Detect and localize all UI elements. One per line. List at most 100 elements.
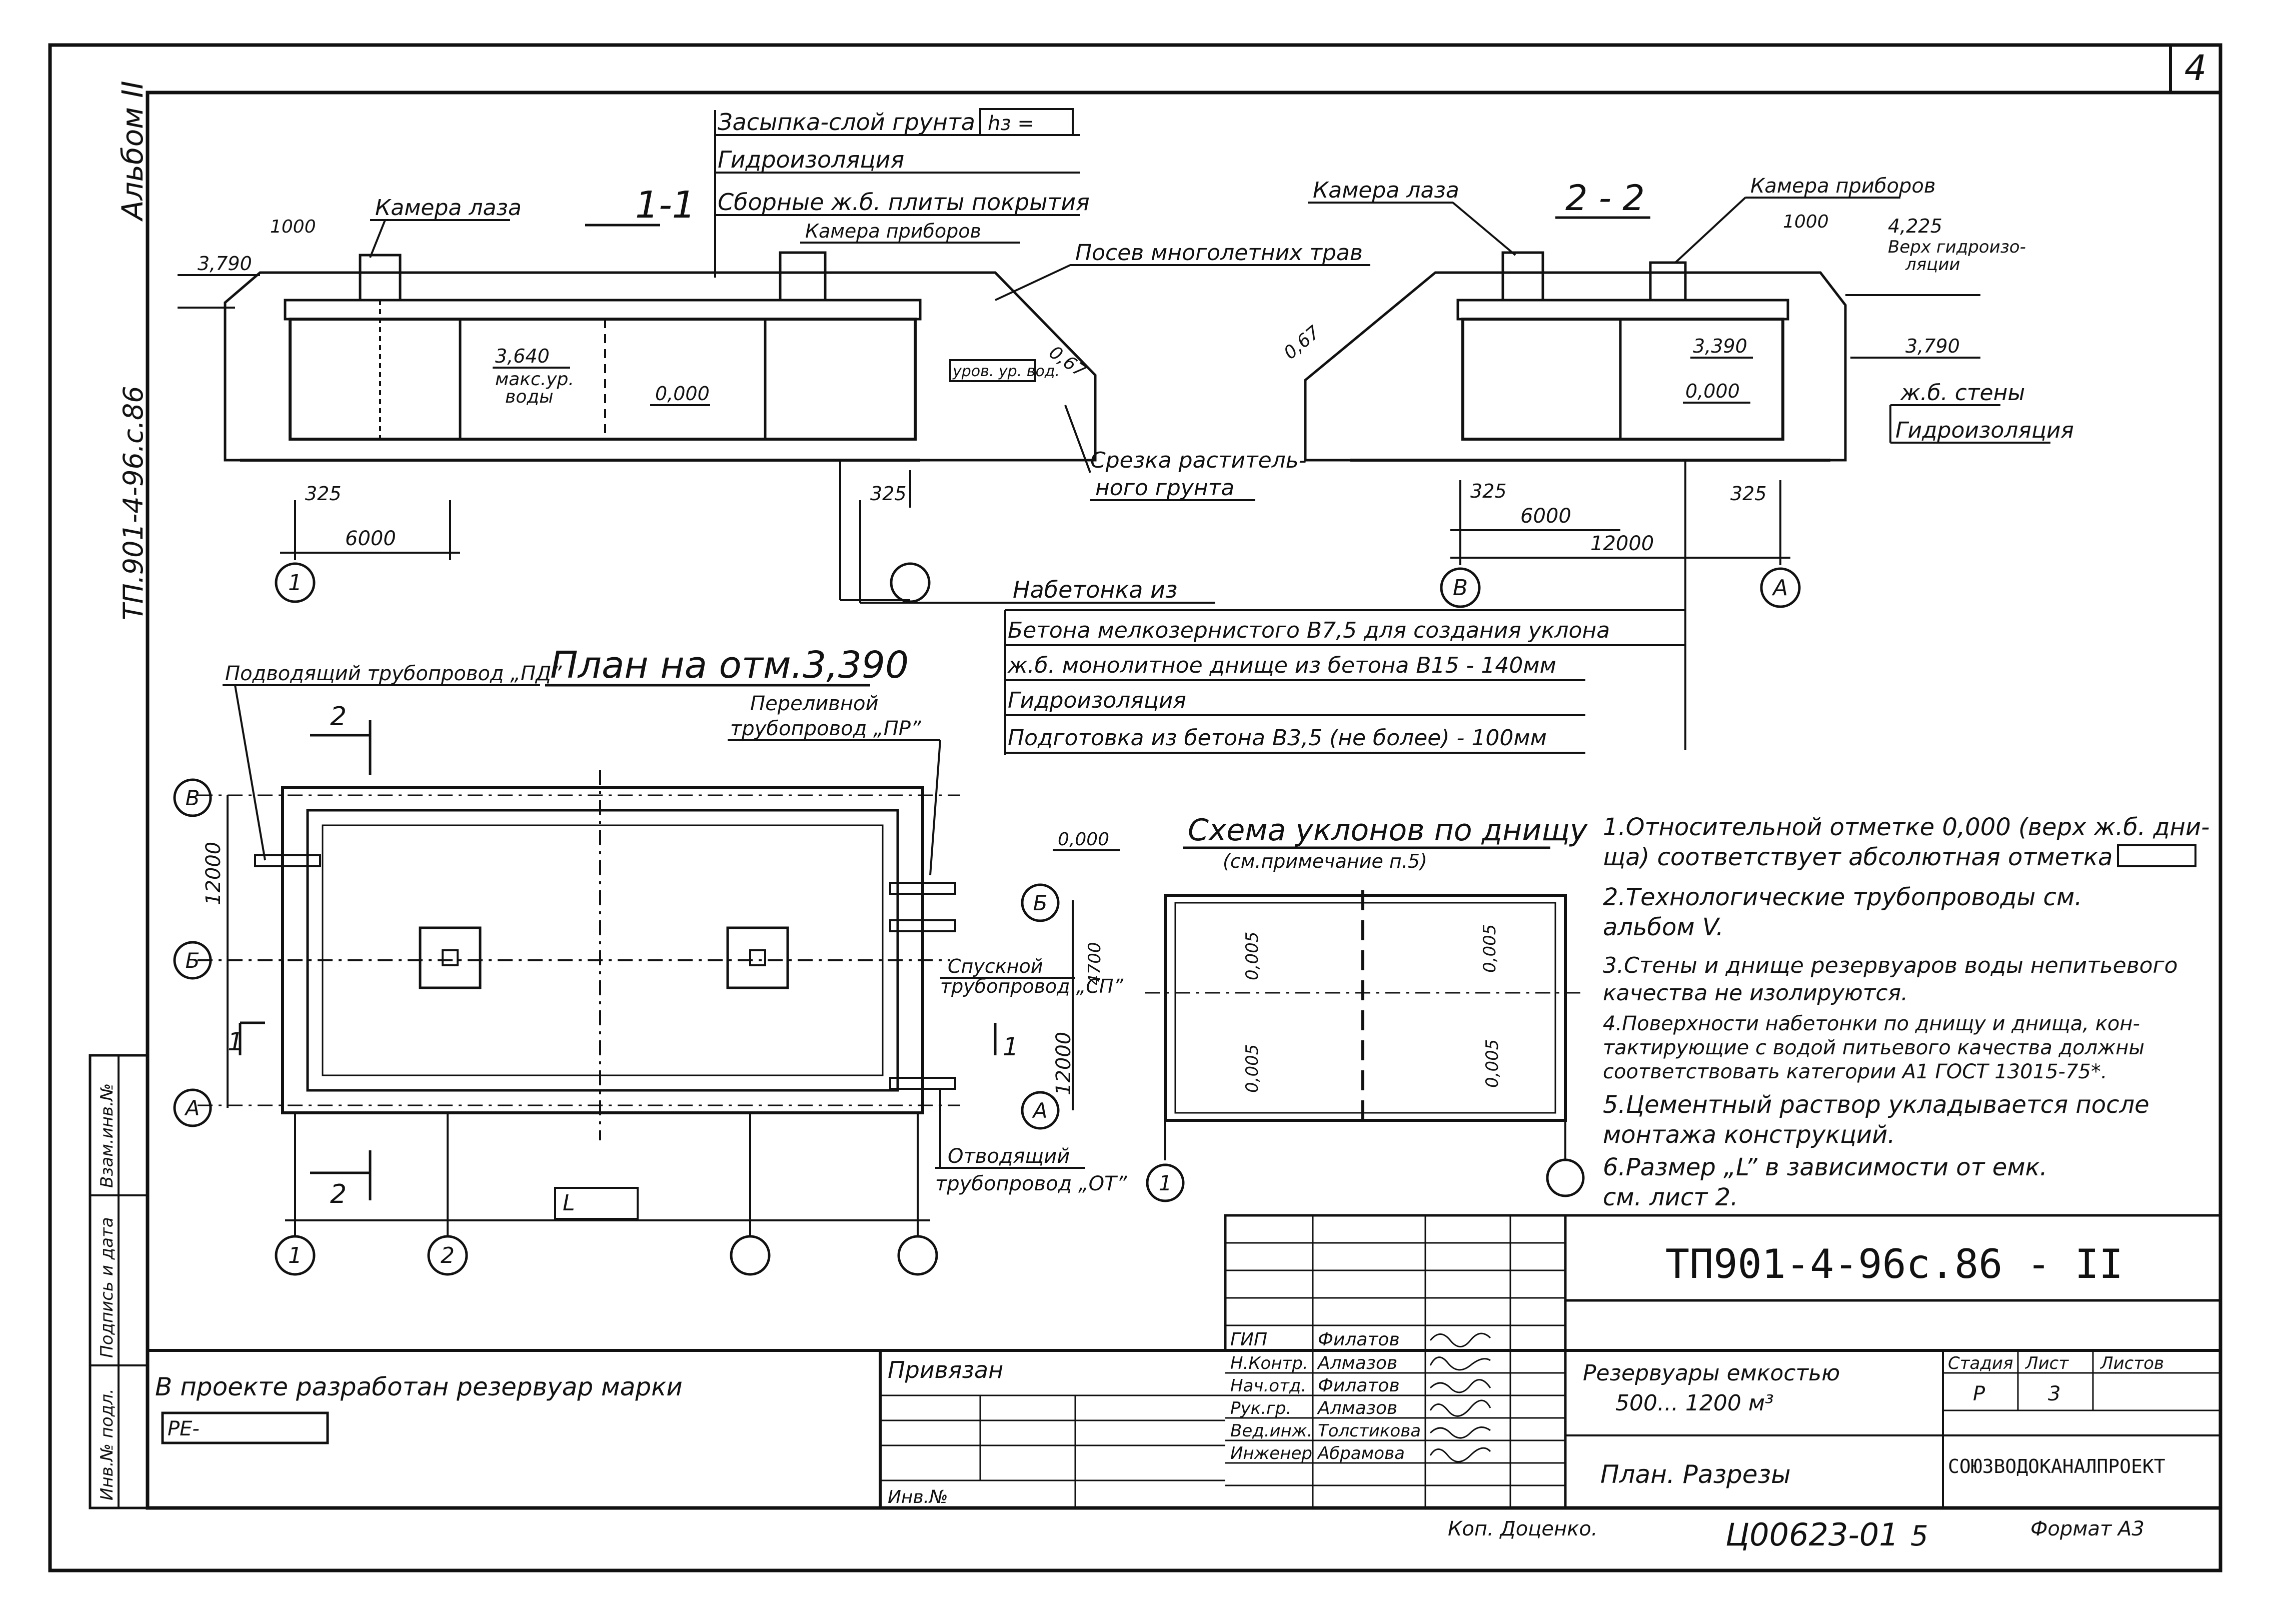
section-1-1-title: 1-1 (635, 184, 696, 227)
concrete-line-1: Бетона мелкозернистого В7,5 для создания… (1008, 618, 1610, 643)
plan-view: План на отм.3,390 Подводящий трубопровод… (173, 644, 1127, 1276)
plan-title: План на отм.3,390 (550, 644, 909, 687)
note-line-6: качества не изолируются. (1603, 980, 1908, 1006)
axis-b-label-plan: Б (186, 948, 200, 973)
role-2: Нач.отд. (1230, 1376, 1306, 1396)
column-right (726, 926, 789, 989)
side-code-label: ТП.901-4-96.с.86 (118, 386, 149, 620)
empty-axis-bubble-plan-1 (730, 1235, 771, 1276)
axis-v-bubble-section (1440, 567, 1481, 608)
cut-soil-2: ного грунта (1095, 475, 1234, 501)
axis-a-bubble-section (1760, 567, 1801, 608)
cut-2-top: 2 (330, 702, 347, 732)
notes: 1.Относительной отметке 0,000 (верх ж.б.… (1603, 813, 2209, 1211)
axis-v-label-plan: В (186, 786, 200, 810)
signature-5 (1429, 1447, 1491, 1462)
slope-3: 0,005 (1242, 1044, 1262, 1093)
cover-slab-2-2 (1456, 299, 1789, 321)
manhole-label-2: Камера лаза (1313, 178, 1459, 203)
tank-2-2 (1461, 318, 1784, 441)
axis-a-label-slope: А (1032, 1098, 1048, 1123)
column-left (419, 926, 482, 989)
instrument-chamber-1-1 (779, 251, 827, 302)
top-wp-text1: Верх гидроизо- (1888, 237, 2026, 257)
supply-pipe (254, 854, 321, 867)
note-line-4: альбом V. (1603, 913, 1723, 941)
slope-dim-12000: 12000 (1052, 1032, 1075, 1095)
brand-field-box (161, 1411, 329, 1444)
waterproofing-label-1: Гидроизоляция (718, 146, 904, 173)
empty-axis-bubble-slope (1546, 1158, 1585, 1197)
axis-v-bubble-plan (173, 778, 212, 817)
axis-a-label-section: А (1771, 575, 1788, 601)
format-label: Формат А3 (2030, 1517, 2144, 1540)
dim-325-2b: 325 (1730, 483, 1767, 505)
brand-field: РЕ- (168, 1417, 200, 1440)
top-wp-text2: ляции (1905, 255, 1960, 275)
walls-label: ж.б. стены (1900, 380, 2025, 406)
dim-12000-2: 12000 (1590, 532, 1654, 555)
name-2: Филатов (1318, 1375, 1400, 1396)
concrete-layers-table: Набетонка из Бетона мелкозернистого В7,5… (859, 500, 1685, 755)
inner-border (146, 91, 2222, 1510)
empty-axis-bubble-plan-2 (897, 1235, 938, 1276)
max-level-value: 3,640 (495, 345, 550, 367)
absolute-mark-field (2117, 844, 2196, 867)
sheet-number: 4 (2184, 48, 2207, 89)
signature-3 (1429, 1399, 1491, 1417)
sheets-header: Листов (2099, 1353, 2164, 1373)
slope-1: 0,005 (1242, 932, 1262, 980)
order-number: Ц00623-01 (1725, 1516, 1899, 1553)
note-line-10: 5.Цементный раствор укладывается после (1603, 1091, 2149, 1119)
note-line-2: ща) соответствует абсолютная отметка (1603, 843, 2112, 871)
axis-1-bubble-section (275, 562, 316, 603)
manhole-chamber-1-1 (359, 254, 402, 302)
axis-b-bubble-plan (173, 941, 212, 980)
title-block: Привязан Инв.№ ГИП Н.Контр. Нач.отд. Рук… (879, 1214, 2222, 1509)
note-line-13: см. лист 2. (1603, 1183, 1738, 1211)
stage-value: Р (1973, 1382, 1985, 1405)
mark-3390-2: 3,390 (1693, 335, 1747, 357)
width-1000-2: 1000 (1783, 212, 1829, 232)
max-level-text2: воды (505, 387, 554, 407)
outlet-label-2: трубопровод „ОТ” (935, 1172, 1127, 1195)
concrete-line-3: Гидроизоляция (1008, 688, 1186, 713)
sheet-header: Лист (2024, 1353, 2069, 1373)
note-line-5: 3.Стены и днище резервуаров воды непитье… (1603, 953, 2178, 978)
overflow-label-2: трубопровод „ПР” (730, 717, 921, 740)
plan-dim-12000: 12000 (202, 842, 225, 905)
axis-2-bubble-plan (427, 1235, 468, 1276)
top-mark-2: 3,790 (1905, 335, 1960, 357)
cut-2-bottom: 2 (330, 1179, 347, 1209)
waterproofing-label-2: Гидроизоляция (1895, 418, 2074, 443)
outlet-label-1: Отводящий (948, 1145, 1070, 1168)
size-l-label: L (563, 1190, 575, 1216)
stage-header: Стадия (1948, 1353, 2013, 1373)
instrument-label-2: Камера приборов (1750, 175, 1935, 198)
role-1: Н.Контр. (1230, 1353, 1308, 1373)
soil-mound-1-1 (224, 271, 1097, 462)
dim-325-1a: 325 (305, 483, 342, 505)
slope-2: 0,005 (1480, 924, 1500, 973)
role-5: Инженер (1230, 1443, 1312, 1463)
slope-subtitle: (см.примечание п.5) (1223, 850, 1427, 872)
empty-axis-bubble-section (890, 562, 931, 603)
name-4: Толстикова (1318, 1421, 1421, 1441)
water-level-label: уров. ур. вод. (952, 363, 1060, 380)
sheet-value: 3 (2048, 1382, 2060, 1405)
axis-a-bubble-slope (1021, 1091, 1060, 1130)
slope-label-2: 0,67 (1280, 322, 1324, 364)
cut-1-right: 1 (1003, 1032, 1019, 1061)
doc-code: ТП901-4-96с.86 - II (1665, 1241, 2123, 1287)
drain-label-1: Спускной (948, 955, 1043, 977)
axis-a-label-plan: А (184, 1096, 200, 1120)
slope-4: 0,005 (1482, 1039, 1502, 1088)
axis-1-label-plan: 1 (288, 1243, 302, 1268)
dim-6000-2: 6000 (1520, 505, 1571, 528)
note-line-12: 6.Размер „L” в зависимости от емк. (1603, 1153, 2047, 1181)
zero-mark-1: 0,000 (655, 383, 710, 405)
slabs-label: Сборные ж.б. плиты покрытия (718, 189, 1090, 216)
project-name-1: Резервуары емкостью (1583, 1360, 1840, 1386)
inv-label: Инв.№ (888, 1487, 948, 1507)
